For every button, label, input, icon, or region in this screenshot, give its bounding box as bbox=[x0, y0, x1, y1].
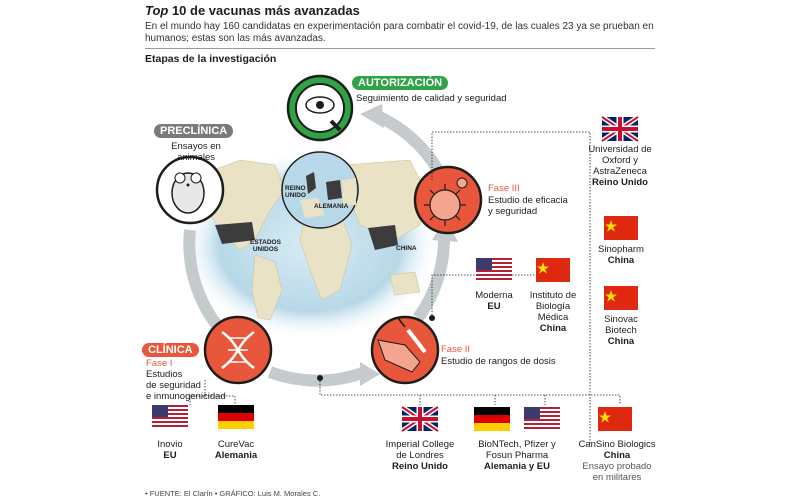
preclinica-node bbox=[155, 155, 225, 225]
vaccine-label-sinopharm: Sinopharm China bbox=[598, 244, 644, 266]
stage-desc-autorizacion: Seguimiento de calidad y seguridad bbox=[356, 93, 507, 104]
map-label-alemania: ALEMANIA bbox=[314, 203, 349, 210]
stage-phase-fase3: Fase III bbox=[488, 183, 520, 194]
fase3-node bbox=[413, 165, 483, 235]
flag-germany-curevac bbox=[218, 405, 254, 429]
china-shape bbox=[368, 225, 398, 250]
flag-usa-biontech bbox=[524, 407, 560, 431]
vaccine-label-sinovac: Sinovac Biotech China bbox=[604, 314, 638, 347]
eye-icon bbox=[305, 96, 335, 114]
stage-pill-clinica: CLÍNICA bbox=[142, 343, 199, 357]
connector-lines bbox=[189, 131, 621, 445]
flag-china-instituto bbox=[536, 258, 570, 282]
section-title: Etapas de la investigación bbox=[145, 53, 277, 65]
stage-pill-preclinica: PRECLÍNICA bbox=[154, 124, 234, 138]
connector-fase2 bbox=[431, 274, 560, 318]
vaccine-label-inovio: Inovio EU bbox=[157, 439, 183, 461]
map-label-estados-unidos: ESTADOS UNIDOS bbox=[250, 239, 281, 253]
virus-icon bbox=[429, 189, 461, 221]
arrowhead-to-autorizacion bbox=[360, 104, 384, 128]
stage-phase-fase1: Fase I bbox=[146, 358, 173, 369]
flag-usa-inovio bbox=[152, 405, 188, 429]
fase2-node bbox=[370, 315, 440, 385]
syringe-icon bbox=[406, 328, 427, 354]
divider bbox=[145, 48, 655, 49]
map-label-china: CHINA bbox=[396, 245, 417, 252]
flag-china-sinovac bbox=[604, 286, 638, 310]
connector-dot bbox=[429, 315, 435, 321]
australia-shape bbox=[389, 271, 421, 296]
connector-dot bbox=[317, 375, 323, 381]
flag-usa-moderna bbox=[476, 258, 512, 282]
page-subtitle: En el mundo hay 160 candidatas en experi… bbox=[145, 21, 654, 44]
autorizacion-node bbox=[286, 74, 354, 142]
flag-china-sinopharm bbox=[604, 216, 638, 240]
connector-clinica bbox=[189, 380, 236, 405]
flag-uk-imperial bbox=[400, 404, 440, 434]
arc-clinica-to-fase2 bbox=[267, 366, 368, 387]
page-title: Top 10 de vacunas más avanzadas bbox=[145, 3, 360, 18]
south-america-shape bbox=[251, 254, 283, 321]
flag-china-cansino bbox=[598, 407, 632, 431]
vaccine-label-imperial: Imperial College de Londres Reino Unido bbox=[385, 439, 455, 472]
clinica-node bbox=[203, 315, 273, 385]
vaccine-label-moderna: Moderna EU bbox=[475, 290, 513, 312]
vaccine-label-biontech: BioNTech, Pfizer y Fosun Pharma Alemania… bbox=[478, 439, 556, 472]
vaccine-label-instituto: Instituto de Biología Médica China bbox=[529, 290, 577, 334]
stage-desc-clinica: Estudios de seguridad e inmunogenicidad bbox=[146, 369, 226, 402]
europe-zoom-circle bbox=[281, 151, 359, 229]
arrowhead-to-fase2 bbox=[360, 362, 380, 386]
footer-credits: • FUENTE: El Clarín • GRÁFICO: Luis M. M… bbox=[145, 489, 321, 498]
stage-desc-fase2: Estudio de rangos de dosis bbox=[441, 356, 556, 367]
connector-fase3 bbox=[431, 131, 591, 445]
germany-shape bbox=[326, 180, 342, 200]
stage-phase-fase2: Fase II bbox=[441, 344, 471, 355]
arm-icon bbox=[377, 339, 421, 373]
stage-desc-preclinica: Ensayos en animales bbox=[171, 141, 221, 163]
usa-shape bbox=[215, 222, 255, 244]
stage-desc-fase3: Estudio de eficacia y seguridad bbox=[488, 195, 568, 217]
flag-germany-biontech bbox=[474, 407, 510, 431]
vaccine-label-cansino: CanSino Biologics China Ensayo probado e… bbox=[578, 439, 656, 483]
flag-uk-oxford bbox=[600, 114, 640, 144]
stage-pill-autorizacion: AUTORIZACIÓN bbox=[352, 76, 449, 90]
map-label-reino-unido: REINO UNIDO bbox=[285, 185, 306, 199]
uk-shape bbox=[306, 172, 316, 194]
vaccine-label-curevac: CureVac Alemania bbox=[214, 439, 258, 461]
arc-fase2-to-fase3 bbox=[413, 234, 451, 322]
vaccine-label-oxford: Universidad de Oxford y AstraZeneca Rein… bbox=[588, 144, 652, 188]
